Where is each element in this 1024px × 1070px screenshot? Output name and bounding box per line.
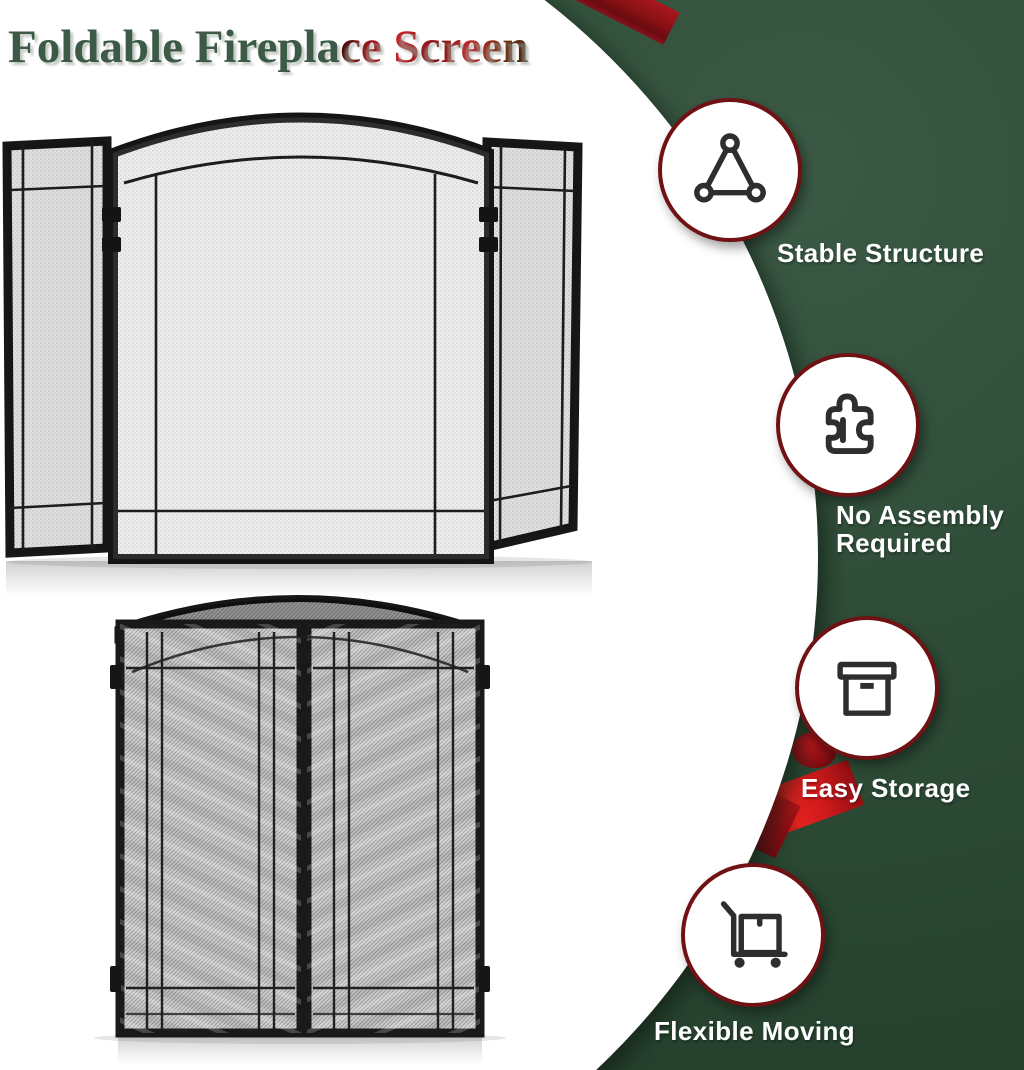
hand-truck-icon [720, 901, 788, 968]
left-panel [2, 136, 112, 558]
storage-box-icon [837, 661, 897, 716]
feature-stable-structure [658, 98, 802, 242]
right-panel [482, 137, 583, 553]
feature-easy-storage [795, 616, 939, 760]
unfolded-screen-image [2, 112, 592, 597]
page-title: Foldable Fireplace Screen [8, 21, 529, 74]
folded-right-panel [302, 619, 485, 1038]
puzzle-piece-icon [825, 393, 874, 454]
hinges [102, 207, 498, 252]
folded-left-panel [115, 619, 306, 1038]
folded-hinges [110, 665, 490, 992]
center-panel [108, 112, 494, 564]
feature-label: No Assembly Required [836, 500, 1005, 558]
feature-label: Easy Storage [801, 773, 971, 803]
feature-flexible-moving [681, 863, 825, 1007]
feature-no-assembly [776, 353, 920, 497]
title-green-segment: Foldable Firepla [8, 21, 341, 73]
title-red-segment: ce Screen [340, 21, 529, 73]
feature-label: Stable Structure [777, 238, 985, 268]
feature-label: Flexible Moving [654, 1016, 856, 1046]
triangle-nodes-icon [694, 133, 766, 203]
folded-screen-image [94, 595, 506, 1065]
